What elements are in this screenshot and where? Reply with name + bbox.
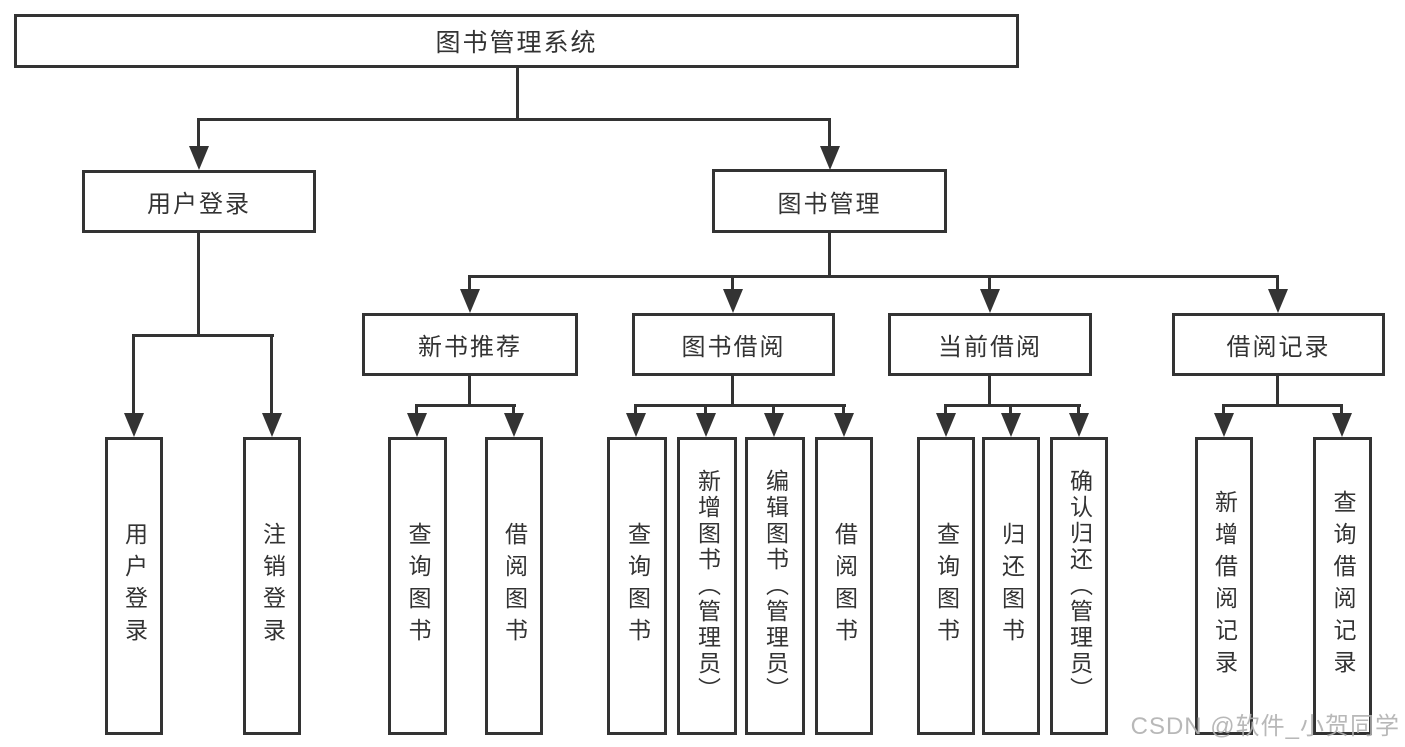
leaf-label: 新增借阅记录 xyxy=(1211,490,1238,682)
node-label: 图书管理系统 xyxy=(435,29,598,57)
connector-stem xyxy=(1222,404,1225,416)
leaf-query-borrow-record: 查询借阅记录 xyxy=(1313,437,1372,735)
connector-bus xyxy=(132,334,274,337)
arrow-down-icon xyxy=(460,289,480,313)
leaf-confirm-return-admin: 确认归还（管理员） xyxy=(1050,437,1108,735)
node-label: 图书借阅 xyxy=(681,334,786,361)
node-label: 图书管理 xyxy=(777,190,882,218)
leaf-label: 查询借阅记录 xyxy=(1330,490,1356,682)
csdn-watermark: CSDN @软件_小贺同学 xyxy=(1130,713,1400,740)
connector-stem xyxy=(468,275,471,293)
connector-stem xyxy=(704,404,707,416)
arrow-down-icon xyxy=(820,146,840,170)
leaf-logout: 注销登录 xyxy=(243,437,301,735)
connector-stem xyxy=(828,233,831,278)
node-new-book-recommendation: 新书推荐 xyxy=(362,313,578,376)
arrow-down-icon xyxy=(262,413,282,437)
arrow-down-icon xyxy=(1001,413,1021,437)
arrow-down-icon xyxy=(407,413,427,437)
node-current-borrowing: 当前借阅 xyxy=(888,313,1092,376)
leaf-query-books: 查询图书 xyxy=(917,437,975,735)
connector-bus xyxy=(415,404,516,407)
arrow-down-icon xyxy=(1332,413,1352,437)
arrow-down-icon xyxy=(723,289,743,313)
connector-stem xyxy=(731,275,734,293)
leaf-label: 归还图书 xyxy=(998,522,1025,650)
leaf-borrow-books: 借阅图书 xyxy=(485,437,543,735)
node-borrowing-records: 借阅记录 xyxy=(1172,313,1385,376)
connector-stem xyxy=(197,233,200,337)
leaf-query-books: 查询图书 xyxy=(388,437,447,735)
connector-stem xyxy=(634,404,637,416)
leaf-edit-books-admin: 编辑图书（管理员） xyxy=(745,437,805,735)
arrow-down-icon xyxy=(189,146,209,170)
arrow-down-icon xyxy=(626,413,646,437)
leaf-label: 查询图书 xyxy=(933,522,960,650)
arrow-down-icon xyxy=(504,413,524,437)
connector-stem xyxy=(828,118,831,148)
node-label: 当前借阅 xyxy=(938,334,1042,361)
node-label: 新书推荐 xyxy=(418,334,522,361)
connector-stem xyxy=(772,404,775,416)
connector-root-stem xyxy=(516,67,519,121)
leaf-label: 查询图书 xyxy=(624,522,651,650)
connector-bus xyxy=(468,275,1279,278)
connector-stem xyxy=(468,376,471,407)
node-book-borrowing: 图书借阅 xyxy=(632,313,835,376)
connector-stem xyxy=(1077,404,1080,416)
leaf-add-borrow-record: 新增借阅记录 xyxy=(1195,437,1253,735)
connector-root-bus xyxy=(197,118,831,121)
arrow-down-icon xyxy=(834,413,854,437)
arrow-down-icon xyxy=(764,413,784,437)
arrow-down-icon xyxy=(696,413,716,437)
leaf-label: 借阅图书 xyxy=(831,522,858,650)
connector-stem xyxy=(1340,404,1343,416)
leaf-label: 用户登录 xyxy=(121,522,148,650)
connector-stem xyxy=(731,376,734,407)
connector-stem xyxy=(1276,275,1279,293)
connector-stem xyxy=(1009,404,1012,416)
leaf-label: 确认归还（管理员） xyxy=(1066,469,1093,703)
node-library-management-system: 图书管理系统 xyxy=(14,14,1019,68)
connector-stem xyxy=(988,275,991,293)
arrow-down-icon xyxy=(936,413,956,437)
connector-bus xyxy=(634,404,846,407)
node-label: 用户登录 xyxy=(147,191,251,218)
leaf-query-books: 查询图书 xyxy=(607,437,667,735)
node-label: 借阅记录 xyxy=(1226,334,1331,361)
connector-stem xyxy=(197,118,200,148)
connector-stem xyxy=(512,404,515,416)
arrow-down-icon xyxy=(1214,413,1234,437)
leaf-borrow-books: 借阅图书 xyxy=(815,437,873,735)
connector-stem xyxy=(132,334,135,415)
node-user-login: 用户登录 xyxy=(82,170,316,233)
connector-stem xyxy=(944,404,947,416)
leaf-user-login: 用户登录 xyxy=(105,437,163,735)
connector-stem xyxy=(1276,376,1279,407)
leaf-return-books: 归还图书 xyxy=(982,437,1040,735)
leaf-label: 借阅图书 xyxy=(501,522,528,650)
leaf-label: 注销登录 xyxy=(259,522,286,650)
node-book-management: 图书管理 xyxy=(712,169,947,233)
connector-bus xyxy=(1222,404,1343,407)
connector-stem xyxy=(988,376,991,407)
arrow-down-icon xyxy=(1268,289,1288,313)
connector-stem xyxy=(842,404,845,416)
connector-stem xyxy=(415,404,418,416)
arrow-down-icon xyxy=(1069,413,1089,437)
connector-bus xyxy=(944,404,1081,407)
leaf-label: 编辑图书（管理员） xyxy=(762,469,789,703)
connector-stem xyxy=(270,334,273,415)
leaf-add-books-admin: 新增图书（管理员） xyxy=(677,437,737,735)
arrow-down-icon xyxy=(124,413,144,437)
arrow-down-icon xyxy=(980,289,1000,313)
leaf-label: 新增图书（管理员） xyxy=(694,469,721,703)
leaf-label: 查询图书 xyxy=(405,522,431,650)
